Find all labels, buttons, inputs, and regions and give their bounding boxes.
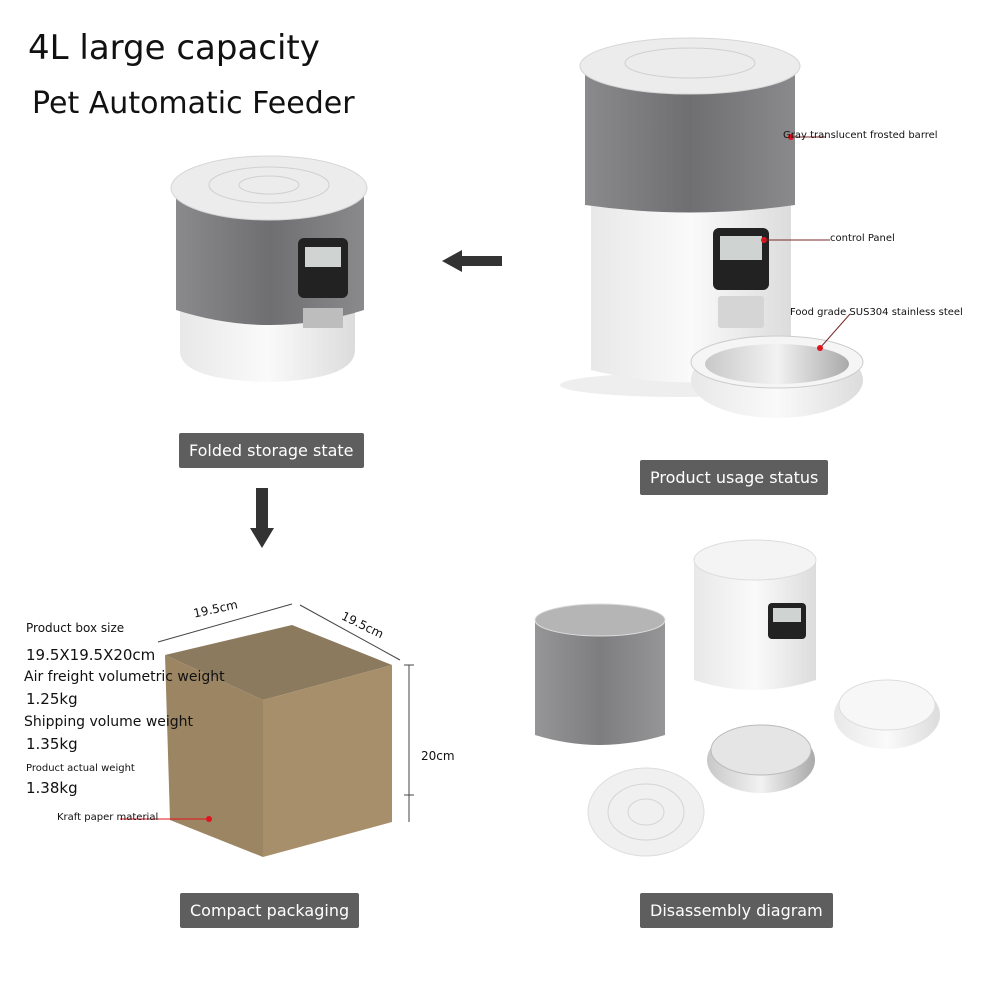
box-size-label: Product box size <box>26 621 125 635</box>
barrel-callout: Gray translucent frosted barrel <box>783 130 938 141</box>
disassembly-image <box>534 539 940 857</box>
shipping-weight-value: 1.35kg <box>26 735 78 753</box>
folded-feeder-image <box>170 155 368 382</box>
box-height-label: 20cm <box>421 749 455 763</box>
kraft-box-image <box>120 603 414 857</box>
actual-weight-value: 1.38kg <box>26 779 78 797</box>
panel-callout: control Panel <box>830 233 895 244</box>
air-weight-value: 1.25kg <box>26 690 78 708</box>
arrow-down-icon <box>250 488 274 548</box>
usage-feeder-image <box>560 37 864 418</box>
arrow-left-icon <box>442 250 502 272</box>
shipping-weight-label: Shipping volume weight <box>24 714 194 730</box>
bowl-callout: Food grade SUS304 stainless steel <box>790 307 963 318</box>
folded-storage-label: Folded storage state <box>179 433 364 468</box>
packaging-label: Compact packaging <box>180 893 360 928</box>
actual-weight-label: Product actual weight <box>26 763 135 774</box>
usage-status-label: Product usage status <box>640 460 829 495</box>
air-weight-label: Air freight volumetric weight <box>24 669 225 685</box>
box-size-value: 19.5X19.5X20cm <box>26 646 156 664</box>
disassembly-label: Disassembly diagram <box>640 893 833 928</box>
page-title: 4L large capacity <box>28 28 320 68</box>
page-subtitle: Pet Automatic Feeder <box>32 86 355 121</box>
kraft-callout: Kraft paper material <box>57 812 159 823</box>
